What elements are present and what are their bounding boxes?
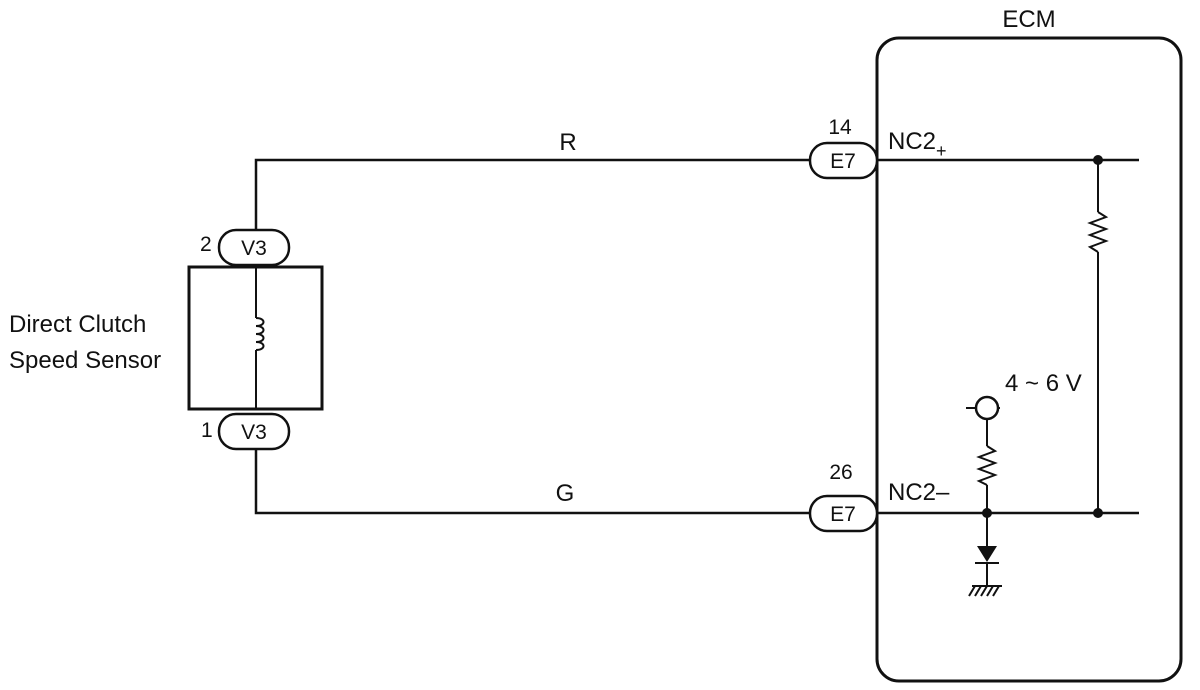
diode-icon	[977, 546, 997, 562]
connector-e7-bottom-pin: 26	[829, 461, 852, 484]
junction-dot-bottom-right	[1093, 508, 1103, 518]
sensor-name-line1: Direct Clutch	[9, 311, 146, 338]
wire-g	[254, 449, 810, 515]
wire-r-color-label: R	[559, 129, 576, 156]
terminal-nc2-plus: NC2+	[888, 128, 947, 161]
terminal-nc2-plus-base: NC2	[888, 128, 936, 155]
ecm-title: ECM	[1002, 6, 1055, 33]
wire-r	[254, 158, 810, 232]
connector-e7-bottom-label: E7	[830, 503, 856, 526]
resistor-icon	[1087, 211, 1109, 253]
connector-v3-bottom-pin: 1	[201, 419, 213, 442]
connector-e7-top-pin: 14	[828, 116, 852, 139]
wire-g-color-label: G	[556, 480, 575, 507]
ecm-box	[875, 36, 1183, 683]
voltage-source-icon	[974, 395, 1000, 421]
connector-v3-top-pin: 2	[200, 233, 212, 256]
terminal-nc2-plus-sub: +	[936, 141, 947, 161]
connector-v3-bottom-label: V3	[241, 421, 267, 444]
ground-icon	[968, 585, 1002, 597]
pullup-resistor-icon	[976, 445, 998, 486]
voltage-label: 4 ~ 6 V	[1005, 370, 1082, 397]
terminal-nc2-minus: NC2–	[888, 479, 950, 506]
connector-v3-top	[217, 228, 291, 267]
connector-v3-top-label: V3	[241, 237, 267, 260]
sensor-name-line2: Speed Sensor	[9, 347, 161, 374]
coil-icon	[255, 317, 265, 351]
connector-e7-top-label: E7	[830, 150, 856, 173]
junction-dot-top-right	[1093, 155, 1103, 165]
connector-v3-bottom	[217, 412, 291, 451]
